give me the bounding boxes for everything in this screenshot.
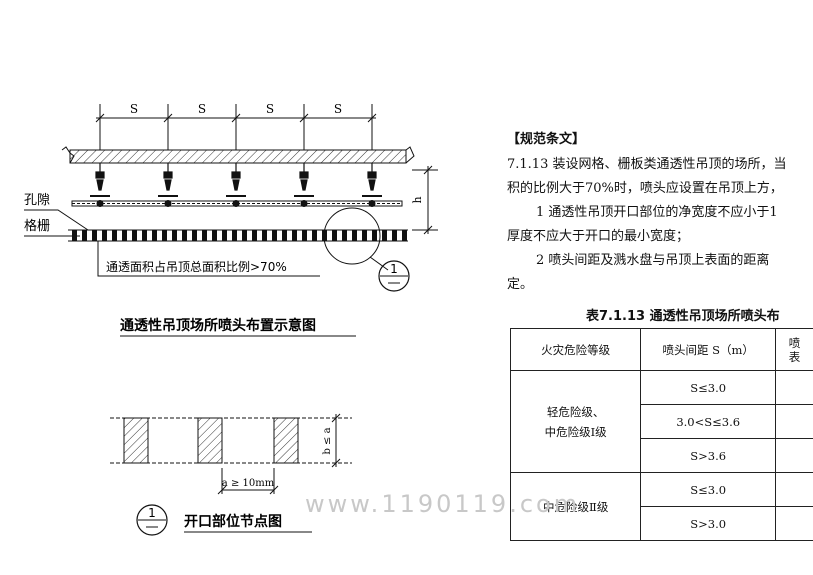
grid-bar [92,230,97,241]
grid-bar [212,230,217,241]
ratio-leader [97,241,320,277]
branch-pipe [71,200,403,207]
table-cell: S>3.0 [640,506,777,541]
watermark: www.1190119.com [305,490,581,518]
grid-bar [282,230,287,241]
table-cell: S≤3.0 [640,472,777,507]
caption-main: 通透性吊顶场所喷头布置示意图 [120,317,316,334]
break-line [405,146,415,164]
spec-line: 积的比例大于70%时，喷头应设置在吊顶上方， [507,181,783,196]
detail-b-dimension [331,413,341,468]
table-header: 火灾危险等级 [509,328,642,371]
spec-line: 2 喷头间距及溅水盘与吊顶上表面的距离 [536,253,770,268]
grid-bar [82,230,87,241]
spacing-label: S [130,102,138,116]
detail-circle [323,207,381,265]
grid-bar [402,230,407,241]
grid-bar [292,230,297,241]
table-group-cell: 轻危险级、中危险级Ⅰ级 [509,370,642,473]
grid-bar [392,230,397,241]
spec-line: 定。 [507,277,534,292]
grid-bar [332,230,337,241]
sprinkler-icon [90,163,110,197]
spacing-dimension [95,104,377,150]
ceiling-slab [69,149,407,164]
break-line [61,146,75,164]
sprinkler-heads [90,163,382,197]
grid-bar [182,230,187,241]
grid-bar [302,230,307,241]
grid-bar [382,230,387,241]
grid-bar [132,230,137,241]
grid-bar [172,230,177,241]
detail-a-label: a ≥ 10mm [222,478,275,489]
detail-a-dimension [217,468,279,495]
spec-line: 厚度不应大于开口的最小宽度； [507,229,690,244]
table-cell: S>3.6 [640,438,777,473]
grid-ceiling [68,229,408,242]
grid-bar [152,230,157,241]
grid-bar [362,230,367,241]
spec-heading: 【规范条文】 [507,132,586,147]
label-kongxi: 孔隙 [24,193,50,208]
grid-bar [272,230,277,241]
spec-line: 7.1.13 装设网格、栅板类通透性吊顶的场所，当 [507,157,787,172]
grid-bar [352,230,357,241]
grid-bar [122,230,127,241]
sprinkler-icon [362,163,382,197]
height-label: h [411,196,424,203]
table-header: 喷表 [775,328,813,371]
ratio-label: 通透面积占吊顶总面积比例>70% [106,259,287,274]
svg-text:1: 1 [148,506,156,520]
detail-leader [369,256,389,271]
table-cell: 3.0<S≤3.6 [640,404,777,439]
grid-bar [142,230,147,241]
detail-number-symbol: 1 [136,504,168,536]
table-header: 喷头间距 S（m） [640,328,777,371]
grid-bar [312,230,317,241]
svg-text:1: 1 [390,262,398,276]
table-cell: S≤3.0 [640,370,777,405]
detail-b-label: b ≤ a [322,427,333,454]
grid-bar [112,230,117,241]
grid-bar [202,230,207,241]
grid-bar [222,230,227,241]
sprinkler-icon [158,163,178,197]
opening-detail [110,417,352,464]
grid-bar [162,230,167,241]
grid-bar [342,230,347,241]
sprinkler-spacing-table: 火灾危险等级 喷头间距 S（m） 喷表 轻危险级、中危险级Ⅰ级 S≤3.0 3.… [509,328,813,541]
height-dimension [412,165,438,235]
grid-bar [232,230,237,241]
grid-bar [372,230,377,241]
spacing-label: S [266,102,274,116]
table-group-cell: 中危险级Ⅱ级 [509,472,642,541]
label-gezha: 格栅 [24,218,50,234]
leader-lines [24,209,89,237]
table-title: 表7.1.13 通透性吊顶场所喷头布 [586,309,780,324]
sprinkler-icon [226,163,246,197]
spacing-label: S [334,102,342,116]
grid-bar [102,230,107,241]
spec-line: 1 通透性吊顶开口部位的净宽度不应小于1 [536,205,778,220]
caption-detail: 开口部位节点图 [184,513,282,530]
detail-reference-symbol: 1 [378,260,410,292]
grid-bar [252,230,257,241]
grid-bar [262,230,267,241]
sprinkler-icon [294,163,314,197]
grid-bar [242,230,247,241]
spacing-label: S [198,102,206,116]
grid-bar [192,230,197,241]
